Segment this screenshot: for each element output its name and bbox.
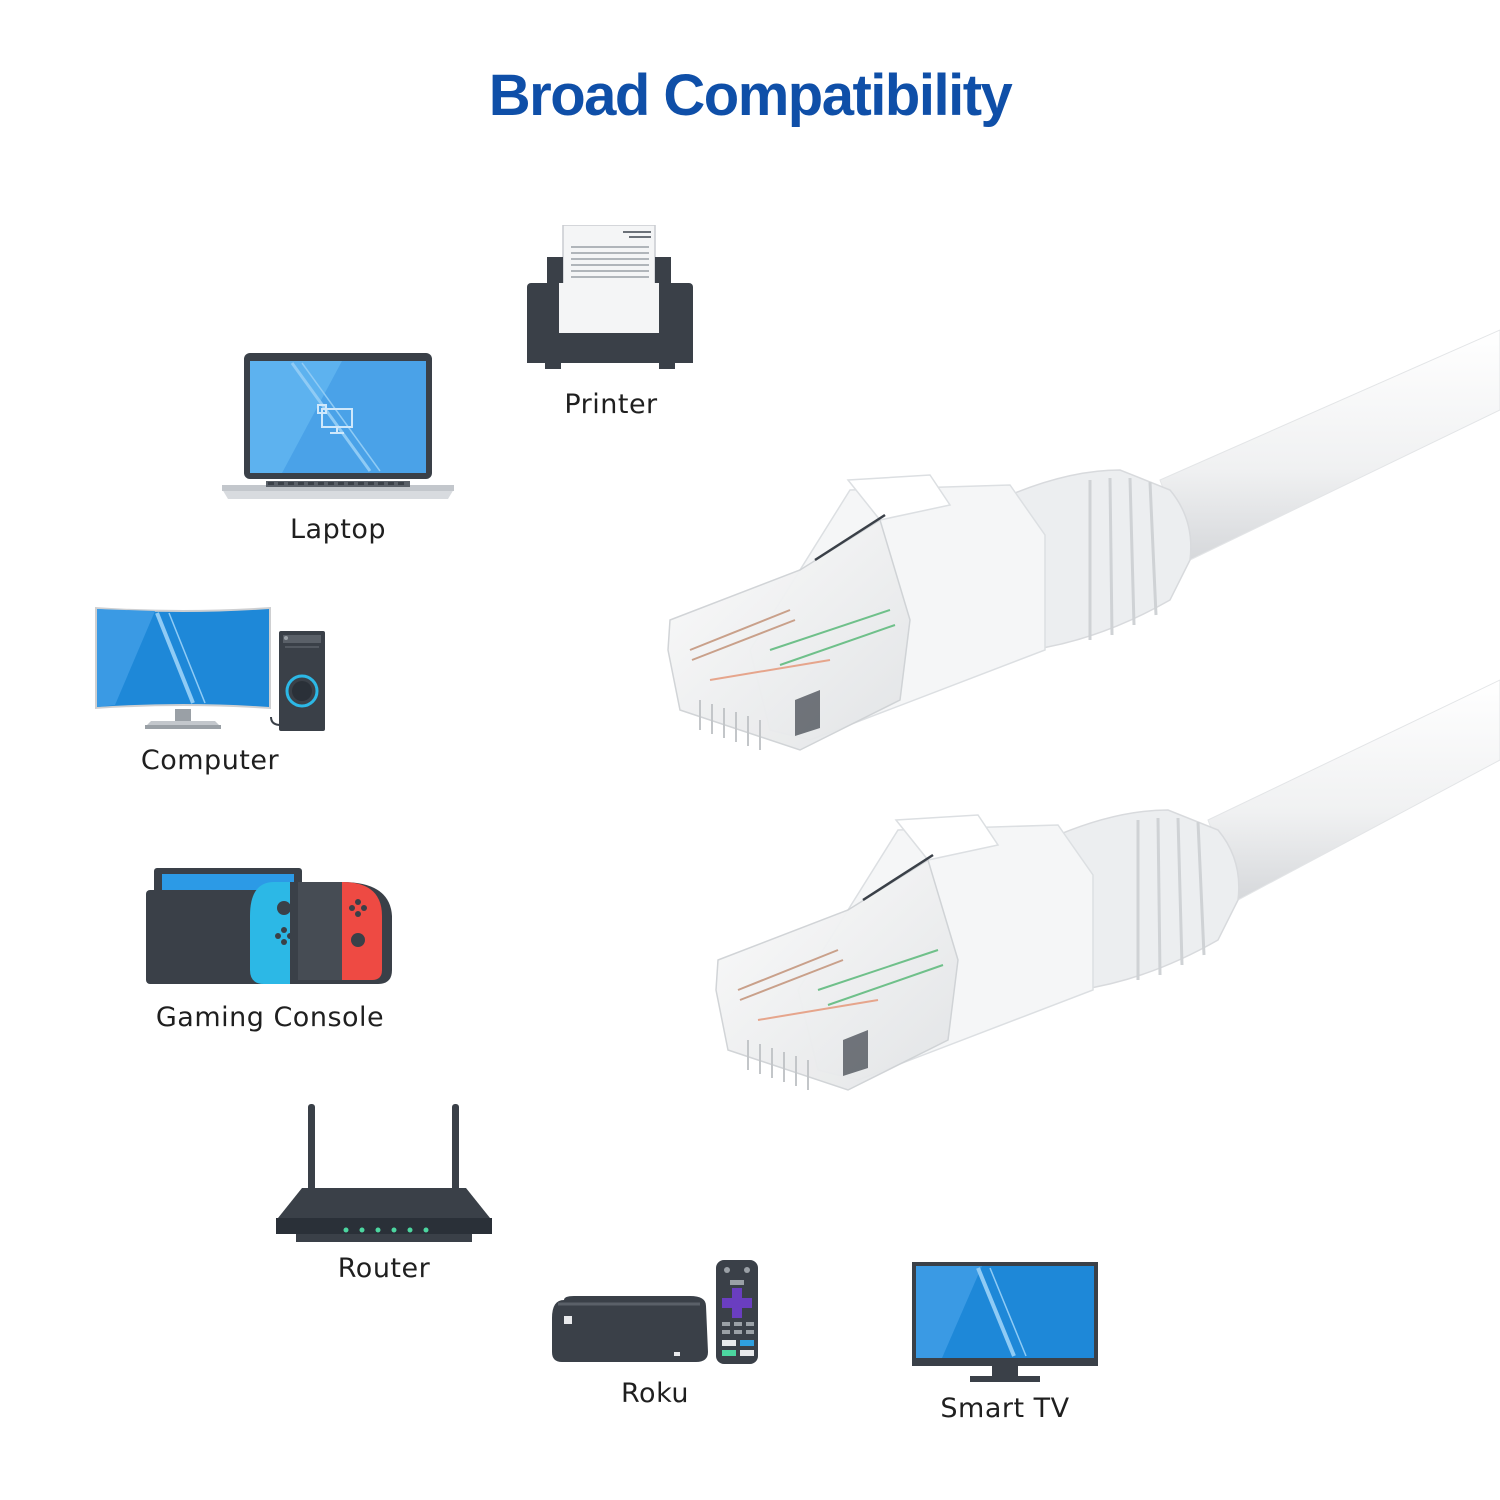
printer-icon [527, 225, 693, 369]
laptop-label: Laptop [290, 514, 386, 545]
smart-tv-label: Smart TV [940, 1393, 1070, 1424]
computer-device [95, 605, 327, 733]
printer-device [527, 225, 695, 370]
console-label: Gaming Console [155, 1002, 385, 1033]
rj45-connector-icon [667, 329, 1500, 1091]
router-icon [276, 1104, 492, 1242]
roku-label: Roku [621, 1378, 689, 1409]
router-device [276, 1100, 492, 1248]
console-device [146, 866, 396, 986]
ethernet-cables [650, 320, 1500, 1124]
lower-cable [715, 679, 1500, 1091]
roku-icon [552, 1260, 758, 1364]
gaming-console-icon [146, 868, 392, 984]
upper-cable [667, 329, 1500, 751]
roku-device [550, 1258, 762, 1368]
page-title: Broad Compatibility [488, 63, 1013, 128]
computer-label: Computer [140, 745, 280, 776]
laptop-device [222, 353, 454, 503]
printer-label: Printer [564, 389, 658, 420]
smart-tv-device [912, 1262, 1098, 1384]
laptop-icon [222, 353, 454, 499]
smart-tv-icon [912, 1262, 1098, 1382]
desktop-computer-icon [95, 607, 325, 731]
router-label: Router [337, 1253, 431, 1284]
